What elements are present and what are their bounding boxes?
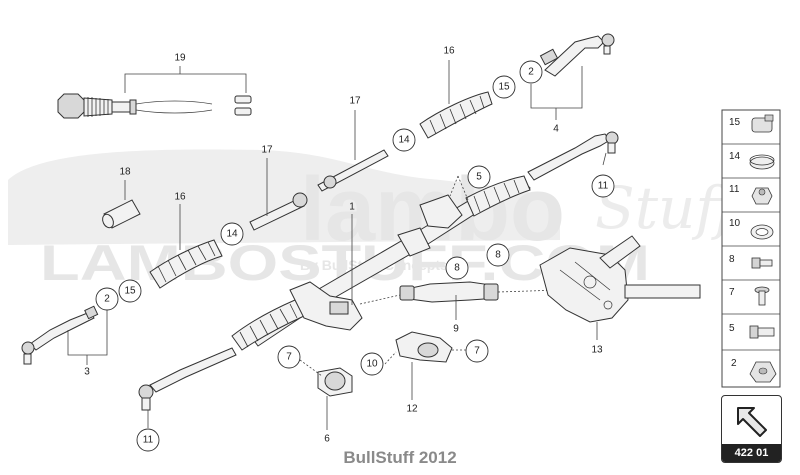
callout-11-right: 11 [591, 174, 615, 198]
label-4: 4 [553, 124, 559, 135]
lower-mount-parts [299, 331, 466, 430]
label-18: 18 [119, 167, 131, 178]
label-3: 3 [84, 367, 90, 378]
svg-text:2: 2 [104, 294, 110, 305]
left-tie-rod-assembly [21, 158, 308, 365]
legend-item-5: 5 [729, 323, 775, 339]
callout-8-upper: 8 [486, 243, 510, 267]
callout-11-left: 11 [136, 428, 160, 452]
svg-text:7: 7 [729, 287, 735, 298]
svg-text:8: 8 [495, 250, 501, 261]
svg-text:10: 10 [729, 218, 741, 229]
svg-text:11: 11 [143, 435, 154, 446]
clamp-icon [751, 114, 774, 133]
callout-8-lower: 8 [445, 256, 469, 280]
svg-text:10: 10 [366, 359, 378, 370]
callout-10: 10 [360, 352, 384, 376]
svg-text:15: 15 [498, 82, 510, 93]
ring-icon [750, 224, 774, 240]
page-code-label: 422 01 [722, 444, 781, 462]
leader-5 [449, 175, 469, 201]
svg-text:5: 5 [729, 323, 735, 334]
label-16-lower: 16 [174, 192, 186, 203]
callout-2-lower: 2 [95, 287, 119, 311]
svg-text:2: 2 [731, 358, 737, 369]
label-9: 9 [453, 324, 459, 335]
right-outer-tie-rod [527, 131, 619, 181]
legend-item-15: 15 [729, 114, 774, 133]
svg-text:7: 7 [474, 346, 480, 357]
upper-tie-rod-assembly [317, 33, 615, 192]
label-12: 12 [406, 404, 418, 415]
legend-item-10: 10 [729, 218, 774, 240]
square-nut-icon [749, 361, 777, 383]
footer-credit: BullStuff 2012 [343, 448, 457, 467]
page-reference: 422 01 [721, 395, 782, 463]
callout-7-left: 7 [277, 345, 301, 369]
band-clamp-icon [749, 154, 775, 170]
label-16-upper: 16 [443, 46, 455, 57]
watermark-brand-script: Stuff [595, 174, 745, 242]
callout-15-upper: 15 [492, 75, 516, 99]
label-1: 1 [349, 202, 355, 213]
callout-5: 5 [467, 165, 491, 189]
svg-text:14: 14 [398, 135, 410, 146]
svg-text:11: 11 [729, 184, 740, 195]
arrow-icon [737, 407, 767, 437]
svg-text:7: 7 [286, 352, 292, 363]
legend-item-11: 11 [729, 184, 773, 205]
svg-text:14: 14 [226, 229, 238, 240]
callout-2-upper: 2 [519, 60, 543, 84]
svg-text:2: 2 [528, 67, 534, 78]
callout-7-right: 7 [465, 339, 489, 363]
callout-14-lower: 14 [220, 222, 244, 246]
svg-text:14: 14 [729, 151, 741, 162]
part-1-steering-rack [138, 175, 531, 428]
part-9-intermediate-shaft [359, 281, 561, 320]
part-13-steering-column [539, 235, 701, 340]
svg-text:8: 8 [454, 263, 460, 274]
svg-text:5: 5 [476, 172, 482, 183]
svg-text:11: 11 [598, 181, 609, 192]
watermark-car-silhouette [8, 149, 560, 245]
part-19-connector [57, 66, 252, 119]
callout-15-lower: 15 [118, 279, 142, 303]
legend-item-2: 2 [731, 358, 777, 383]
label-17-lower: 17 [261, 145, 273, 156]
legend-item-8: 8 [729, 254, 773, 269]
label-19: 19 [174, 53, 186, 64]
hardware-legend: 15 14 11 10 [721, 109, 781, 388]
label-6: 6 [324, 434, 330, 445]
svg-text:15: 15 [729, 117, 741, 128]
flange-bolt-icon [749, 325, 775, 339]
bolt-icon [751, 257, 773, 269]
callout-14-upper: 14 [392, 128, 416, 152]
svg-text:8: 8 [729, 254, 735, 265]
hex-nut-icon [751, 187, 773, 205]
callouts: 15 2 14 5 11 14 15 2 8 8 7 10 7 11 19 16… [84, 46, 615, 452]
legend-item-14: 14 [729, 151, 775, 170]
label-17-upper: 17 [349, 96, 361, 107]
screw-icon [754, 286, 770, 306]
label-13: 13 [591, 345, 603, 356]
legend-item-7: 7 [729, 286, 770, 306]
svg-text:15: 15 [124, 286, 136, 297]
